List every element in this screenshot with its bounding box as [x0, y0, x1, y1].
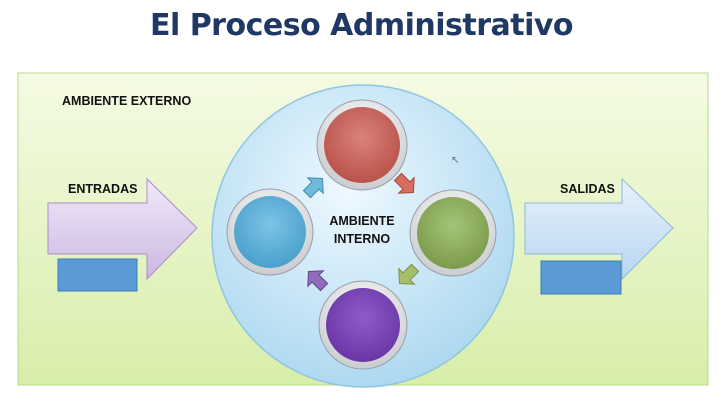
- process-circle-bottom: [318, 280, 408, 370]
- inputs-arrow: [47, 177, 198, 281]
- outputs-arrow: [524, 177, 674, 281]
- internal-environment-circle: [211, 84, 515, 388]
- mouse-pointer-icon: ↖: [451, 155, 460, 166]
- inputs-label: ENTRADAS: [68, 182, 138, 196]
- cycle-arrow-top-to-right: [393, 172, 415, 194]
- cycle-arrow-left-to-top: [302, 177, 324, 199]
- cycle-arrow-bottom-to-left: [307, 270, 329, 292]
- outputs-box: [540, 260, 622, 295]
- inputs-box: [57, 258, 138, 292]
- outputs-label: SALIDAS: [560, 182, 615, 196]
- process-circle-right: [409, 189, 497, 277]
- external-environment-label: AMBIENTE EXTERNO: [62, 94, 192, 108]
- page-title: El Proceso Administrativo: [149, 8, 574, 43]
- internal-environment-label: AMBIENTE INTERNO: [329, 214, 395, 246]
- process-circle-top: [316, 99, 408, 191]
- cycle-arrow-right-to-bottom: [398, 263, 420, 285]
- process-circle-left: [226, 188, 314, 276]
